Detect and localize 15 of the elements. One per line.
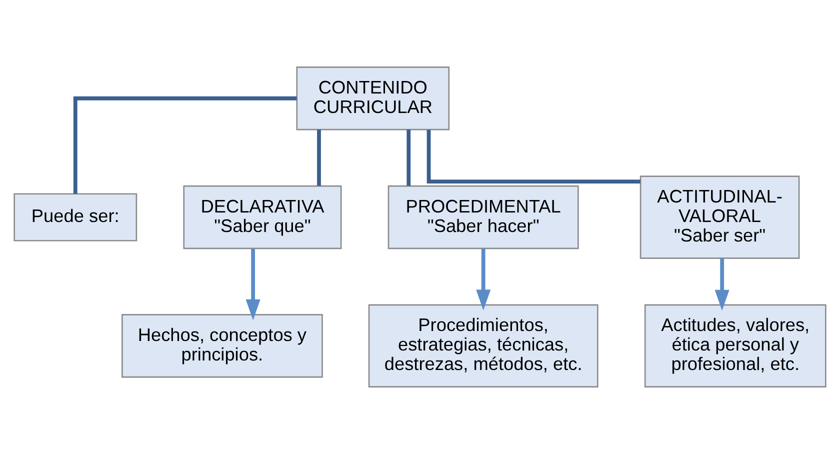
arrow	[714, 258, 730, 310]
node-box: PROCEDIMENTAL "Saber hacer"	[388, 184, 579, 249]
node-box: DECLARATIVA "Saber que"	[183, 184, 342, 249]
node-box: Procedimientos, estrategias, técnicas, destrezas, métodos, etc.	[368, 304, 598, 387]
node-box: CONTENIDO CURRICULAR	[296, 66, 450, 130]
arrow	[246, 248, 260, 320]
connector	[406, 129, 411, 186]
connector	[73, 96, 297, 194]
connector	[317, 129, 321, 186]
node-box: ACTITUDINAL- VALORAL "Saber ser"	[640, 175, 800, 258]
connector	[426, 129, 640, 183]
node-box: Puede ser:	[14, 192, 138, 241]
node-box: Actitudes, valores, ética personal y profesional, etc.	[644, 304, 826, 387]
arrow	[476, 248, 491, 310]
node-box: Hechos, conceptos y principios.	[122, 314, 323, 378]
